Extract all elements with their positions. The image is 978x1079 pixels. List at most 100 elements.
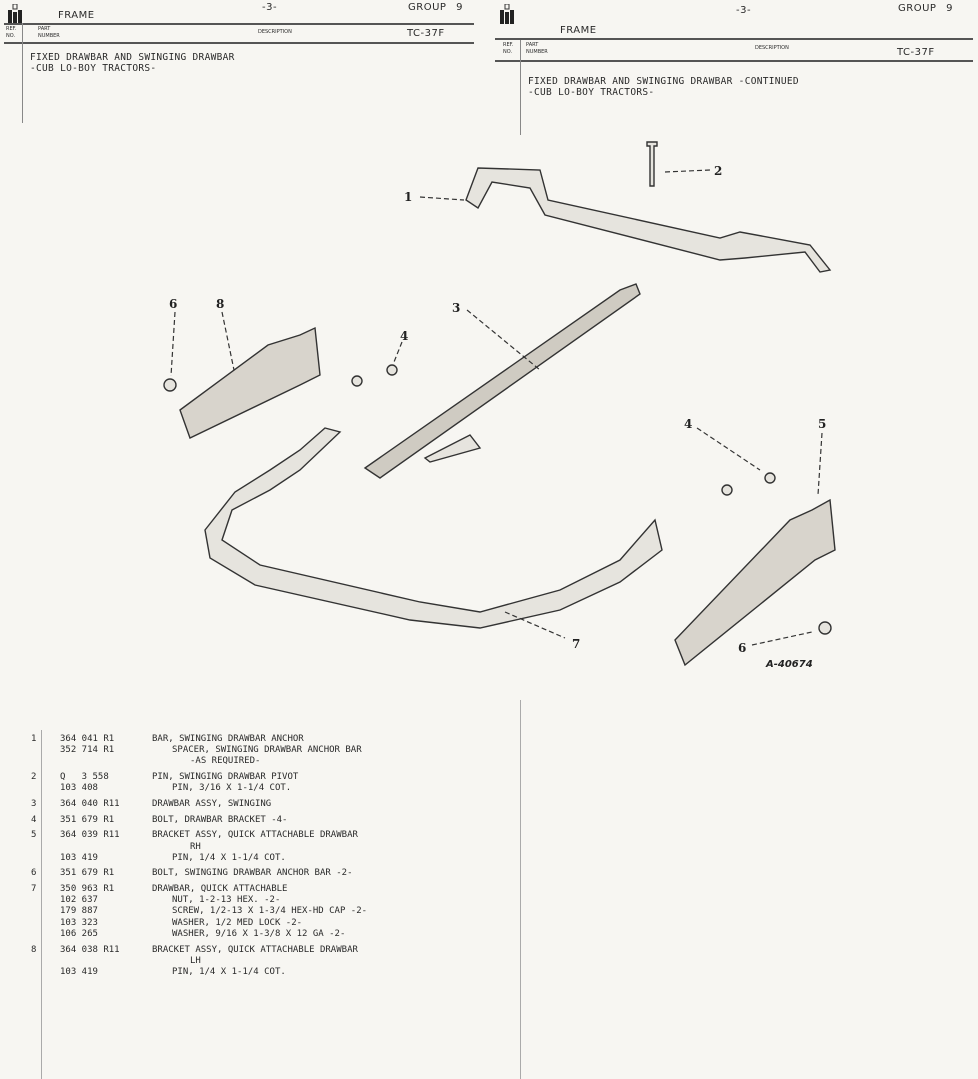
ref-number: 5	[31, 830, 37, 841]
part-description: WASHER, 9/16 X 1-3/8 X 12 GA -2-	[172, 928, 346, 939]
section-name: FRAME	[560, 25, 597, 36]
quick-attach-drawbar-part	[204, 427, 663, 629]
parts-row: RH	[28, 842, 498, 853]
parts-row: 103 419 PIN, 1/4 X 1-1/4 COT.	[28, 967, 498, 978]
ref-number	[28, 783, 44, 794]
parts-row: 5 364 039 R11 BRACKET ASSY, QUICK ATTACHAB…	[28, 830, 498, 841]
ref-number: 8	[31, 944, 37, 955]
anchor-bar-part	[465, 167, 832, 273]
col-description: DESCRIPTION	[755, 45, 789, 51]
part-description: PIN, 1/4 X 1-1/4 COT.	[172, 852, 286, 863]
part-description: BAR, SWINGING DRAWBAR ANCHOR	[152, 734, 304, 744]
parts-row: -AS REQUIRED-	[28, 756, 498, 767]
parts-group: 8 364 038 R11 BRACKET ASSY, QUICK ATTACHAB…	[28, 945, 498, 979]
parts-row: 2 Q 3 558 PIN, SWINGING DRAWBAR PIVOT	[28, 772, 498, 783]
ref-number: 6	[31, 868, 37, 879]
ref-number: 1	[31, 734, 37, 744]
part-number: 364 040 R11	[60, 798, 120, 809]
part-description: BRACKET ASSY, QUICK ATTACHABLE DRAWBAR	[152, 830, 358, 841]
part-number: 103 419	[60, 966, 98, 977]
page-number: -3-	[262, 2, 278, 13]
parts-row: 4 351 679 R1 BOLT, DRAWBAR BRACKET -4-	[28, 815, 498, 826]
part-number: 351 679 R1	[60, 868, 115, 879]
part-description: NUT, 1-2-13 HEX. -2-	[172, 895, 281, 906]
parts-row: 1 364 041 R1 BAR, SWINGING DRAWBAR ANCHOR	[28, 734, 498, 745]
part-number: 106 265	[60, 928, 98, 939]
ref-number	[28, 918, 44, 929]
part-description: SPACER, SWINGING DRAWBAR ANCHOR BAR	[172, 745, 362, 756]
ref-number: 4	[31, 814, 37, 825]
figure-label: A-40674	[765, 659, 813, 670]
callout-2: 2	[714, 164, 722, 178]
ref-number	[28, 967, 44, 978]
ref-number	[28, 956, 44, 967]
ref-number	[28, 929, 44, 940]
part-number	[44, 956, 152, 967]
part-description: BRACKET ASSY, QUICK ATTACHABLE DRAWBAR	[152, 944, 358, 955]
part-number: 103 419	[60, 852, 98, 863]
page-title: FIXED DRAWBAR AND SWINGING DRAWBAR-CUB L…	[30, 52, 235, 74]
parts-row: 6 351 679 R1 BOLT, SWINGING DRAWBAR ANCHOR…	[28, 868, 498, 879]
callout-4: 4	[400, 329, 408, 343]
parts-group: 3 364 040 R11 DRAWBAR ASSY, SWINGING	[28, 799, 498, 810]
page-title: FIXED DRAWBAR AND SWINGING DRAWBAR -CONT…	[528, 76, 799, 98]
part-description: SCREW, 1/2-13 X 1-3/4 HEX-HD CAP -2-	[172, 906, 368, 917]
parts-row: 3 364 040 R11 DRAWBAR ASSY, SWINGING	[28, 799, 498, 810]
exploded-parts-diagram: 1 2 3 4 6 8 4 5 7 6 A-40674	[163, 141, 836, 670]
callout-6b: 6	[738, 641, 746, 655]
part-number: 179 887	[60, 906, 98, 917]
part-description: BOLT, DRAWBAR BRACKET -4-	[152, 814, 288, 825]
ref-number	[28, 906, 44, 917]
parts-row: LH	[28, 956, 498, 967]
parts-row: 8 364 038 R11 BRACKET ASSY, QUICK ATTACHAB…	[28, 945, 498, 956]
part-number	[44, 756, 152, 767]
ref-number	[28, 842, 44, 853]
parts-row: 103 419 PIN, 1/4 X 1-1/4 COT.	[28, 853, 498, 864]
callout-3: 3	[452, 301, 460, 315]
part-description: BOLT, SWINGING DRAWBAR ANCHOR BAR -2-	[152, 868, 353, 879]
col-description: DESCRIPTION	[258, 29, 292, 35]
parts-group: 6 351 679 R1 BOLT, SWINGING DRAWBAR ANCHOR…	[28, 868, 498, 879]
group-label: GROUP 9	[408, 2, 463, 13]
col-ref: REF.NO.	[503, 42, 514, 55]
part-number	[44, 842, 152, 853]
ih-logo-icon	[8, 4, 22, 24]
part-description: PIN, SWINGING DRAWBAR PIVOT	[152, 772, 299, 783]
page-number: -3-	[736, 5, 752, 16]
parts-row: 103 323 WASHER, 1/2 MED LOCK -2-	[28, 918, 498, 929]
part-number: 364 041 R1	[60, 734, 115, 744]
callout-8: 8	[216, 297, 224, 311]
ref-number: 2	[31, 772, 37, 783]
part-number: 103 323	[60, 917, 98, 928]
part-description: WASHER, 1/2 MED LOCK -2-	[172, 917, 303, 928]
ref-number	[28, 745, 44, 756]
part-description: PIN, 1/4 X 1-1/4 COT.	[172, 966, 286, 977]
callout-1: 1	[404, 190, 412, 204]
part-description: -AS REQUIRED-	[190, 756, 261, 767]
part-number: 364 039 R11	[60, 830, 120, 841]
ih-logo-icon	[500, 4, 514, 24]
part-number: 351 679 R1	[60, 814, 115, 825]
swinging-drawbar-part	[363, 283, 641, 479]
ref-number	[28, 853, 44, 864]
bracket-rh-part	[674, 498, 836, 667]
part-description: PIN, 3/16 X 1-1/4 COT.	[172, 783, 292, 794]
catalog-code: TC-37F	[407, 28, 445, 39]
parts-row: 106 265 WASHER, 9/16 X 1-3/8 X 12 GA -2-	[28, 929, 498, 940]
group-label: GROUP 9	[898, 3, 953, 14]
part-number: 102 637	[60, 895, 98, 906]
parts-row: 102 637 NUT, 1-2-13 HEX. -2-	[28, 895, 498, 906]
part-number: Q 3 558	[60, 772, 109, 783]
part-number: 364 038 R11	[60, 944, 120, 955]
part-description: DRAWBAR ASSY, SWINGING	[152, 798, 272, 809]
catalog-code: TC-37F	[897, 47, 935, 58]
section-name: FRAME	[58, 10, 95, 21]
ref-number: 3	[31, 798, 37, 809]
